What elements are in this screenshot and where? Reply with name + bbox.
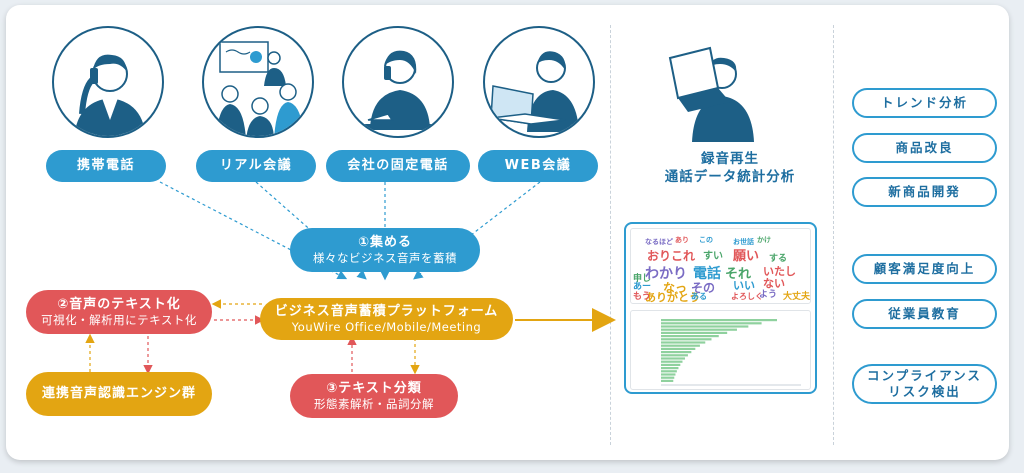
word-cloud-term: いい [733,279,755,292]
word-cloud-term: かけ [757,236,771,244]
bar-chart-panel [630,310,811,390]
collect-node: ①集める 様々なビジネス音声を蓄積 [290,228,480,272]
word-cloud-term: おりこれ [647,249,696,263]
word-cloud-term: いたし [763,265,796,278]
text-classification-title: ③テキスト分類 [326,380,422,396]
bar-mark [661,335,719,338]
bar-chart-svg [661,319,801,386]
web-meeting-person-illustration [483,26,595,138]
analysis-title-line1: 録音再生 [701,151,759,167]
bar-mark [661,373,676,376]
word-cloud-term: よう [759,290,778,300]
word-cloud-term: わかり [645,266,687,282]
bar-mark [661,376,675,379]
collect-title: ①集める [357,234,412,250]
text-conversion-title: ②音声のテキスト化 [57,296,181,312]
source-real-meeting: リアル会議 [196,150,316,182]
analysis-title-line2: 通話データ統計分析 [664,169,796,186]
outcome-product-improvement-label: 商品改良 [895,140,954,156]
outcome-trend-analysis-label: トレンド分析 [880,95,968,111]
outcome-new-product: 新商品開発 [852,177,997,207]
outcome-employee-education-label: 従業員教育 [888,306,961,322]
source-web-meeting: WEB会議 [478,150,598,182]
bar-mark [661,341,706,344]
outcome-new-product-label: 新商品開発 [888,184,961,200]
bar-mark [661,347,696,350]
outcome-product-improvement: 商品改良 [852,133,997,163]
laptop-person-illustration [662,34,772,144]
outcome-employee-education: 従業員教育 [852,299,997,329]
word-cloud-term: 電話 [693,266,721,282]
mobile-person-illustration [52,26,164,138]
outcome-customer-satisfaction: 顧客満足度向上 [852,254,997,284]
bar-mark [661,363,681,366]
word-cloud-term: なるほど [645,238,673,246]
word-cloud-term: 願い [733,249,760,264]
outcome-trend-analysis: トレンド分析 [852,88,997,118]
bar-mark [661,367,679,370]
collect-subtitle: 様々なビジネス音声を蓄積 [313,250,457,265]
bar-mark [661,331,728,334]
source-web-meeting-label: WEB会議 [504,157,572,173]
bar-mark [661,360,683,363]
platform-subtitle: YouWire Office/Mobile/Meeting [291,319,482,334]
word-cloud-term: もう [633,292,651,302]
divider-right [833,25,834,445]
text-conversion-node: ②音声のテキスト化 可視化・解析用にテキスト化 [26,290,212,334]
word-cloud-term: する [769,254,788,264]
word-cloud-term: それ [725,267,752,282]
bar-mark [661,357,686,360]
source-mobile-phone: 携帯電話 [46,150,166,182]
bar-mark [661,354,688,357]
word-cloud-term: お世話 [733,238,754,246]
speech-engines-node: 連携音声認識エンジン群 [26,372,212,416]
bar-mark [661,370,677,373]
word-cloud-term: ありがとう [645,291,700,304]
outcome-compliance-label: コンプライアンス リスク検出 [867,368,982,399]
outcome-customer-satisfaction-label: 顧客満足度向上 [873,261,976,277]
office-phone-person-illustration [342,26,454,138]
word-cloud-term: なっ [663,281,688,295]
bar-mark [661,322,762,325]
text-conversion-subtitle: 可視化・解析用にテキスト化 [41,312,197,327]
bar-mark [661,338,712,341]
word-cloud-term: 大丈夫 [783,292,811,302]
word-cloud-term: ない [763,277,785,290]
analysis-dashboard: なるほどあり この お世話かけおりこれすい願いわかり電話それいたしするなっその いいな… [624,222,817,394]
bar-mark [661,328,737,331]
word-cloud-term: 申し [633,274,652,284]
outcome-compliance: コンプライアンス リスク検出 [852,364,997,404]
line-mobile-to-collect [159,181,348,280]
bar-mark [661,351,692,354]
word-cloud-term: すい [703,251,723,262]
bar-mark [661,379,674,382]
source-mobile-phone-label: 携帯電話 [76,157,135,173]
source-real-meeting-label: リアル会議 [219,157,293,173]
speech-engines-title: 連携音声認識エンジン群 [41,385,196,401]
divider-left [610,25,611,445]
word-cloud-term: あー [633,282,652,292]
bar-mark [661,344,700,347]
analysis-title: 録音再生 通話データ統計分析 [640,150,820,186]
word-cloud-term: ある [691,292,707,301]
source-office-phone-label: 会社の固定電話 [347,157,449,173]
platform-title: ビジネス音声蓄積プラットフォーム [274,303,499,319]
platform-node: ビジネス音声蓄積プラットフォーム YouWire Office/Mobile/M… [260,298,513,340]
line-web-to-collect [413,181,541,280]
meeting-illustration [202,26,314,138]
text-classification-subtitle: 形態素解析・品詞分解 [314,396,434,411]
text-classification-node: ③テキスト分類 形態素解析・品詞分解 [290,374,458,418]
word-cloud-term: その [691,281,716,295]
bar-mark [661,325,749,328]
word-cloud-term: あり [675,236,689,244]
word-cloud-term: この [699,236,713,244]
bar-mark [661,319,777,322]
source-office-phone: 会社の固定電話 [326,150,470,182]
word-cloud-term: よろしく [731,292,763,301]
word-cloud-panel: なるほどあり この お世話かけおりこれすい願いわかり電話それいたしするなっその いいな… [630,228,811,304]
